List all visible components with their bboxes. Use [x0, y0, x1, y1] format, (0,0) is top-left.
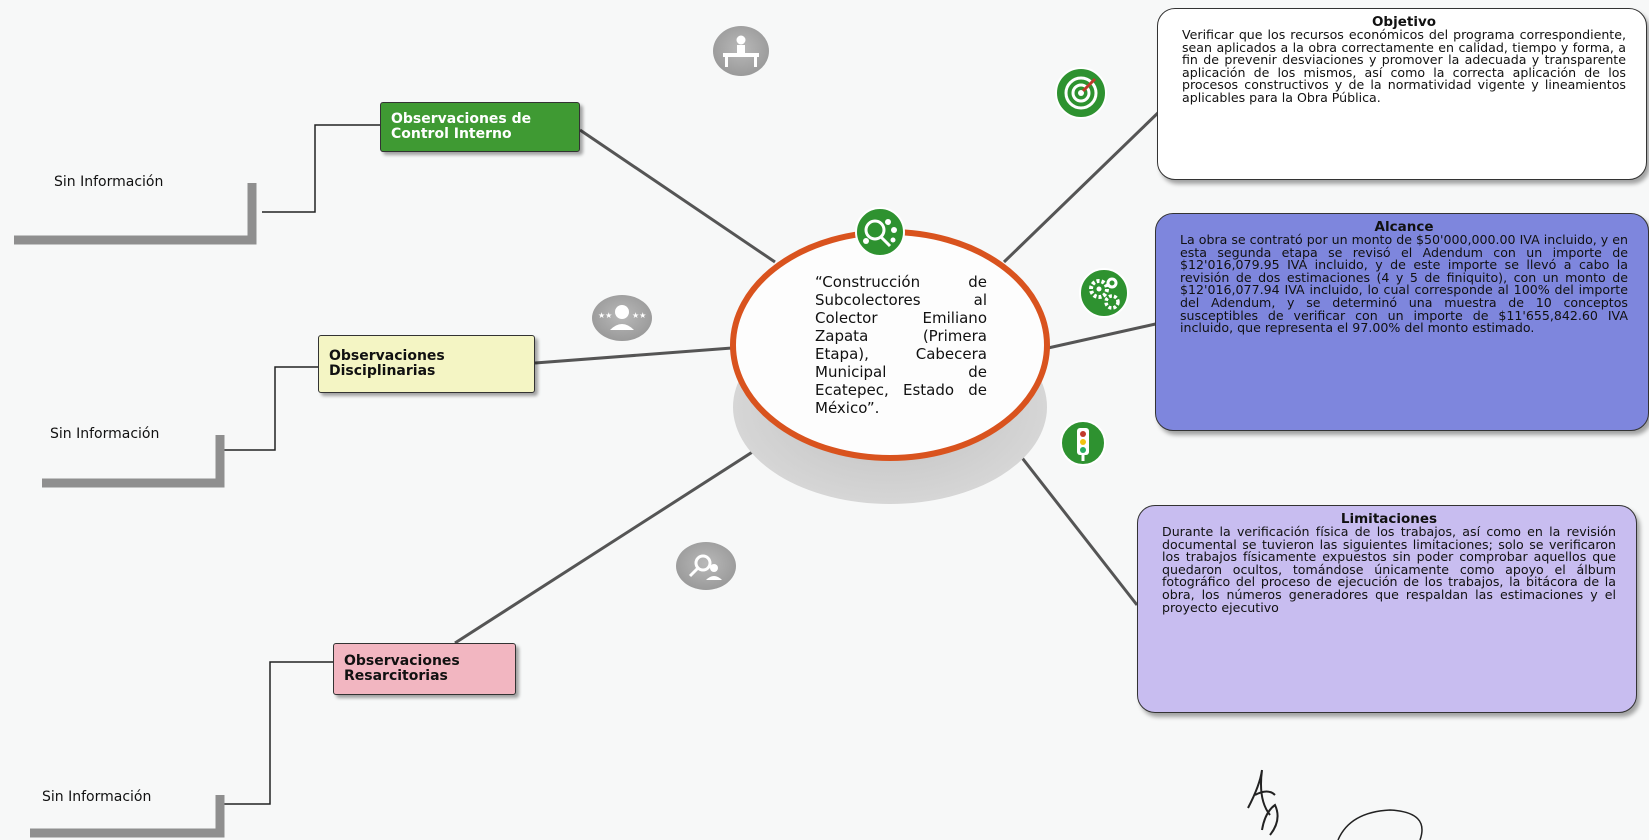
- sin-informacion-3: Sin Información: [42, 789, 152, 805]
- alcance-title: Alcance: [1374, 219, 1434, 235]
- connector-lines: [454, 106, 1165, 645]
- svg-text:★★: ★★: [632, 311, 646, 320]
- control-interno-line2: Control Interno: [391, 126, 512, 142]
- network-search-icon: [855, 207, 905, 257]
- officer-badge-icon: ★★ ★★: [592, 295, 652, 341]
- center-project-title: “Construcción de Subcolectores al Colect…: [815, 273, 987, 417]
- objetivo-box: Objetivo Verificar que los recursos econ…: [1157, 8, 1647, 180]
- limitaciones-box: Limitaciones Durante la verificación fís…: [1137, 505, 1637, 713]
- sin-informacion-1: Sin Información: [54, 174, 164, 190]
- signature: [1247, 769, 1423, 840]
- connector-alcance: [1047, 321, 1161, 350]
- alcance-text: La obra se contrató por un monto de $50'…: [1180, 232, 1628, 336]
- target-icon: [1055, 67, 1107, 119]
- traffic-light-icon: [1060, 420, 1106, 466]
- connector-limitaciones: [1003, 435, 1139, 606]
- connector-resarcitorias: [454, 431, 783, 645]
- gears-icon: [1079, 268, 1129, 318]
- bracket-step-3: [30, 795, 225, 838]
- center-node: [730, 229, 1050, 504]
- magnifier-person-icon: [676, 542, 736, 590]
- resarcitorias-line2: Resarcitorias: [344, 668, 448, 684]
- left-brackets: [14, 124, 380, 838]
- limitaciones-title: Limitaciones: [1340, 511, 1438, 527]
- objetivo-title: Objetivo: [1371, 14, 1437, 30]
- bracket-resarcitorias: [222, 661, 335, 805]
- bracket-control-interno: [262, 124, 380, 213]
- resarcitorias-label: Observaciones Resarcitorias: [333, 643, 516, 695]
- resarcitorias-line1: Observaciones: [344, 653, 460, 669]
- sin-informacion-2: Sin Información: [50, 426, 160, 442]
- connector-control-interno: [579, 128, 776, 264]
- disciplinarias-line2: Disciplinarias: [329, 363, 436, 379]
- disciplinarias-line1: Observaciones: [329, 348, 445, 364]
- control-interno-label: Observaciones de Control Interno: [380, 102, 580, 152]
- disciplinarias-label: Observaciones Disciplinarias: [318, 335, 535, 393]
- bracket-step-2: [42, 435, 225, 488]
- person-at-desk-icon: [713, 26, 769, 76]
- svg-text:★★: ★★: [598, 311, 612, 320]
- alcance-box: Alcance La obra se contrató por un monto…: [1155, 213, 1649, 431]
- control-interno-line1: Observaciones de: [391, 111, 532, 127]
- bracket-step-1: [14, 183, 257, 245]
- limitaciones-text: Durante la verificación física de los tr…: [1162, 524, 1616, 615]
- connector-disciplinarias: [534, 346, 733, 365]
- bracket-disciplinarias: [222, 366, 318, 451]
- objetivo-text: Verificar que los recursos económicos de…: [1182, 27, 1626, 105]
- connector-objetivo: [1002, 106, 1165, 264]
